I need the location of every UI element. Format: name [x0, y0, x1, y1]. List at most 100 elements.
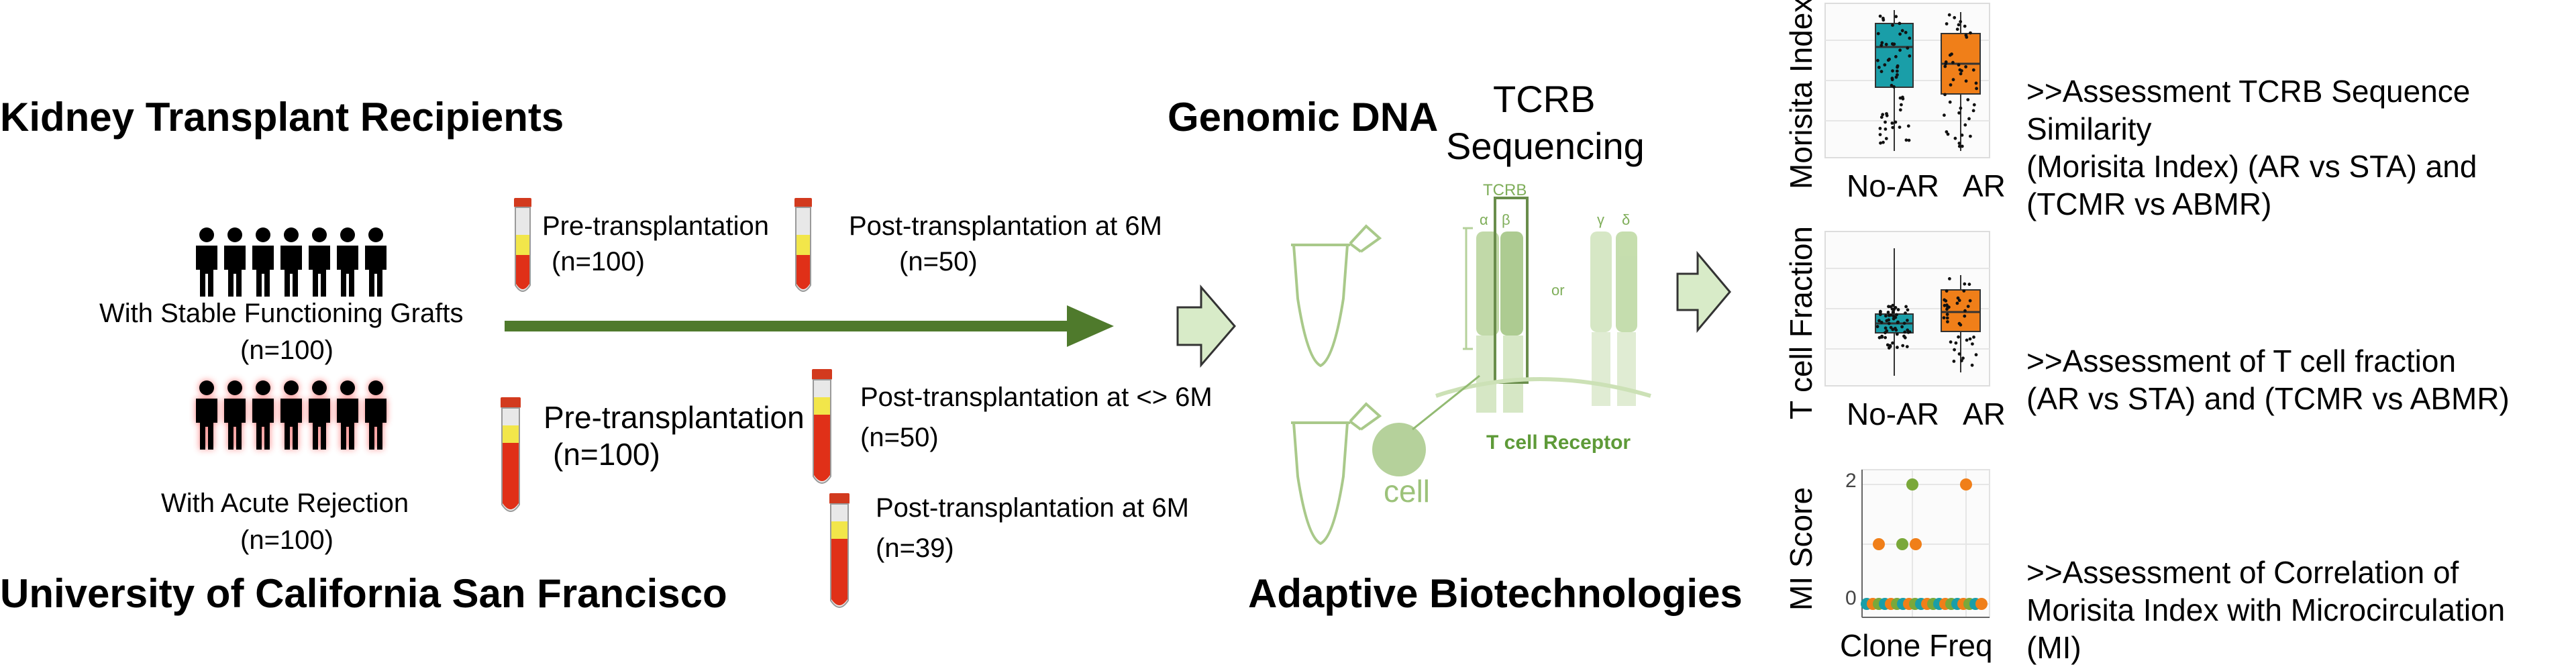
jitter-point [1898, 21, 1902, 25]
stable-post-n: (n=50) [899, 247, 978, 276]
tcrb-small-label: TCRB [1483, 181, 1527, 199]
jitter-point [1954, 341, 1958, 345]
jitter-point [1948, 100, 1952, 104]
jitter-point [1887, 318, 1891, 322]
jitter-point [1963, 309, 1967, 313]
p3-tick-bottom: 0 [1845, 587, 1857, 609]
jitter-point [1953, 136, 1957, 140]
p2-x2: AR [1963, 397, 2006, 431]
jitter-point [1945, 316, 1949, 320]
jitter-point [1947, 13, 1951, 17]
jitter-point [1878, 14, 1882, 18]
jitter-point [1878, 127, 1882, 130]
jitter-point [1943, 93, 1947, 97]
jitter-point [1959, 19, 1963, 23]
jitter-point [1960, 134, 1964, 137]
jitter-point [1906, 46, 1910, 50]
jitter-point [1951, 60, 1955, 64]
t-cell-receptor-sketch [1372, 197, 1651, 476]
jitter-point [1946, 305, 1950, 309]
jitter-point [1882, 16, 1885, 20]
rejection-group-label: With Acute Rejection [161, 488, 409, 518]
assessment-3: >>Assessment of Correlation of Morisita … [2026, 554, 2505, 666]
jitter-point [1963, 282, 1967, 286]
stable-n: (n=100) [240, 336, 333, 365]
or-label: or [1551, 282, 1565, 299]
jitter-point [1898, 32, 1902, 36]
jitter-point [1948, 277, 1951, 280]
jitter-point [1949, 340, 1953, 344]
stable-pre-n: (n=100) [552, 247, 645, 276]
assessment-2-line1: >>Assessment of T cell fraction [2026, 344, 2457, 378]
jitter-point [1901, 344, 1905, 348]
p3-tick-top: 2 [1845, 470, 1857, 492]
jitter-point [1890, 121, 1894, 125]
delta-label: δ [1622, 211, 1631, 228]
stable-group-label: With Stable Functioning Grafts [99, 299, 464, 328]
jitter-point [1902, 321, 1906, 325]
scatter-point [1896, 538, 1908, 550]
ar-post1-n: (n=50) [860, 423, 939, 452]
jitter-point [1972, 336, 1975, 339]
jitter-point [1891, 341, 1894, 345]
title-recipients: Kidney Transplant Recipients [0, 95, 564, 140]
jitter-point [1945, 22, 1949, 25]
stable-people-icons [196, 227, 387, 297]
jitter-point [1884, 42, 1888, 46]
jitter-point [1961, 356, 1965, 360]
jitter-point [1901, 95, 1904, 99]
jitter-point [1884, 127, 1888, 131]
jitter-point [1957, 63, 1961, 67]
jitter-point [1960, 69, 1963, 72]
rejection-people-icons [196, 380, 387, 450]
jitter-point [1896, 73, 1899, 76]
block-arrow-1 [1176, 284, 1236, 368]
jitter-point [1957, 144, 1961, 148]
jitter-point [1955, 28, 1959, 31]
jitter-point [1904, 311, 1907, 315]
plot-morisita [1824, 3, 1990, 158]
jitter-point [1892, 42, 1895, 46]
jitter-point [1953, 348, 1957, 352]
tcrb-seq-line2: Sequencing [1446, 125, 1645, 167]
jitter-point [1879, 115, 1884, 119]
jitter-point [1887, 313, 1891, 317]
gamma-label: γ [1597, 211, 1604, 228]
institution: University of California San Francisco [0, 571, 727, 616]
jitter-point [1945, 289, 1949, 293]
jitter-point [1908, 330, 1912, 333]
jitter-point [1891, 327, 1895, 331]
jitter-point [1946, 132, 1950, 136]
jitter-point [1971, 109, 1975, 113]
jitter-point [1971, 68, 1975, 72]
ar-post2-label: Post-transplantation at 6M [876, 493, 1189, 523]
jitter-point [1895, 313, 1898, 317]
jitter-point [1969, 31, 1972, 35]
jitter-point [1896, 308, 1900, 311]
jitter-point [1895, 332, 1899, 336]
jitter-point [1876, 58, 1879, 62]
scatter-point [1873, 538, 1885, 550]
jitter-point [1903, 330, 1907, 334]
jitter-point [1906, 308, 1910, 312]
jitter-point [1894, 326, 1897, 330]
jitter-point [1904, 305, 1908, 309]
jitter-point [1903, 336, 1907, 340]
jitter-point [1885, 112, 1888, 115]
rejection-n: (n=100) [240, 525, 333, 555]
jitter-point [1900, 325, 1904, 329]
jitter-point [1900, 103, 1903, 107]
jitter-point [1957, 299, 1961, 303]
jitter-point [1884, 120, 1887, 124]
jitter-point [1896, 346, 1899, 350]
jitter-point [1964, 79, 1968, 83]
jitter-point [1881, 113, 1885, 117]
jitter-point [1894, 120, 1898, 124]
jitter-point [1882, 140, 1885, 144]
jitter-point [1957, 111, 1961, 115]
jitter-point [1887, 321, 1891, 325]
jitter-point [1949, 83, 1953, 87]
jitter-point [1898, 48, 1902, 52]
p3-xlabel: Clone Freq [1840, 628, 1993, 663]
